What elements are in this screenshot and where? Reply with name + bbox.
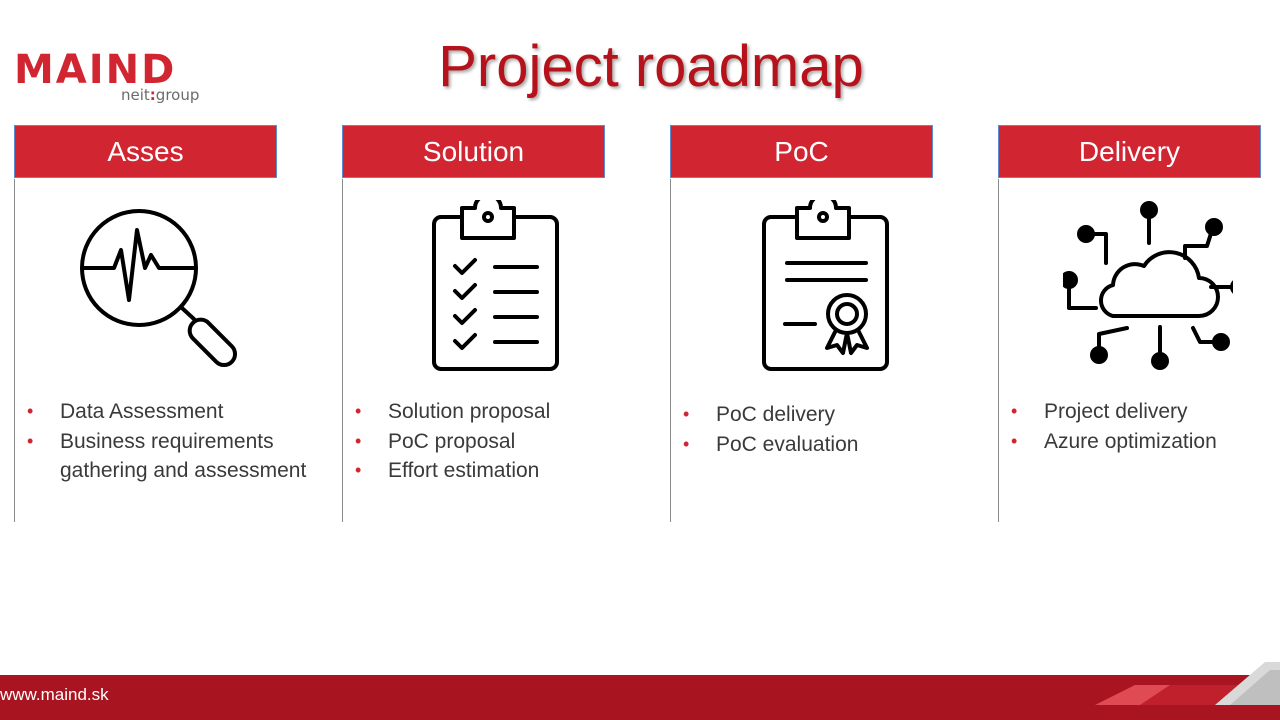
bullet-marker: • — [355, 430, 362, 451]
list-item-text: Solution proposal — [388, 400, 551, 423]
list-item: • PoC delivery — [680, 400, 1000, 430]
logo-wordmark: MAIND — [14, 47, 177, 93]
footer-bar — [0, 675, 1280, 720]
footer-decoration — [1095, 660, 1280, 705]
logo-sub-separator: : — [149, 86, 156, 104]
list-item: • Azure optimization — [1008, 427, 1278, 457]
bullet-list: • Data Assessment • Business requirements … — [24, 397, 344, 486]
list-item-text: PoC proposal — [388, 429, 516, 453]
bullet-marker: • — [683, 433, 690, 454]
clipboard-checklist-icon — [407, 193, 577, 375]
list-item-text: Project delivery — [1044, 400, 1188, 423]
bullet-marker: • — [27, 401, 34, 421]
column-divider — [14, 179, 15, 522]
list-item-text: PoC evaluation — [716, 432, 859, 456]
certificate-clipboard-icon — [735, 193, 905, 375]
page-title: Project roadmap — [438, 34, 864, 99]
column-header: Asses — [14, 125, 277, 178]
footer-website-link[interactable]: www.maind.sk — [0, 685, 109, 704]
bullet-list: • Solution proposal • PoC proposal • Effort… — [352, 397, 672, 486]
list-item: • Solution proposal — [352, 397, 672, 427]
list-item: • Project delivery — [1008, 397, 1278, 427]
column-divider — [342, 179, 343, 522]
list-item: • PoC evaluation — [680, 430, 1000, 460]
list-item: • Effort estimation — [352, 456, 672, 486]
bullet-marker: • — [355, 401, 362, 421]
list-item: • Business requirements gathering and ass… — [24, 427, 344, 486]
column-divider — [670, 179, 671, 522]
logo-sub-a: neit — [121, 86, 150, 104]
column-header: PoC — [670, 125, 933, 178]
list-item-text: PoC delivery — [716, 403, 836, 426]
list-item-text: Data Assessment — [60, 400, 224, 423]
column-header: Solution — [342, 125, 605, 178]
list-item-text: Effort estimation — [388, 459, 540, 482]
list-item-text: Azure optimization — [1044, 429, 1217, 453]
list-item: • Data Assessment — [24, 397, 344, 427]
bullet-marker: • — [355, 460, 362, 480]
maind-logo: MAIND neit:group — [14, 50, 214, 110]
bullet-marker: • — [27, 430, 34, 451]
list-item-text: Business requirements gathering and asse… — [60, 429, 307, 483]
roadmap-column-poc: PoC • PoC delivery • PoC evaluation — [670, 125, 935, 522]
cloud-network-icon — [1060, 200, 1248, 375]
logo-subtitle: neit:group — [121, 88, 199, 103]
column-divider — [998, 179, 999, 522]
roadmap-column-delivery: Delivery • Project delivery • Azure optimi… — [998, 125, 1263, 522]
bullet-marker: • — [1011, 430, 1018, 451]
roadmap-column-solution: Solution • Solution proposal • PoC proposa… — [342, 125, 607, 522]
magnifier-pulse-icon — [79, 200, 249, 375]
column-header: Delivery — [998, 125, 1261, 178]
bullet-marker: • — [683, 404, 690, 424]
logo-sub-b: group — [155, 86, 200, 104]
bullet-marker: • — [1011, 401, 1018, 421]
bullet-list: • PoC delivery • PoC evaluation — [680, 400, 1000, 459]
bullet-list: • Project delivery • Azure optimization — [1008, 397, 1278, 456]
roadmap-column-asses: Asses • Data Assessment • Business require… — [14, 125, 306, 522]
list-item: • PoC proposal — [352, 427, 672, 457]
